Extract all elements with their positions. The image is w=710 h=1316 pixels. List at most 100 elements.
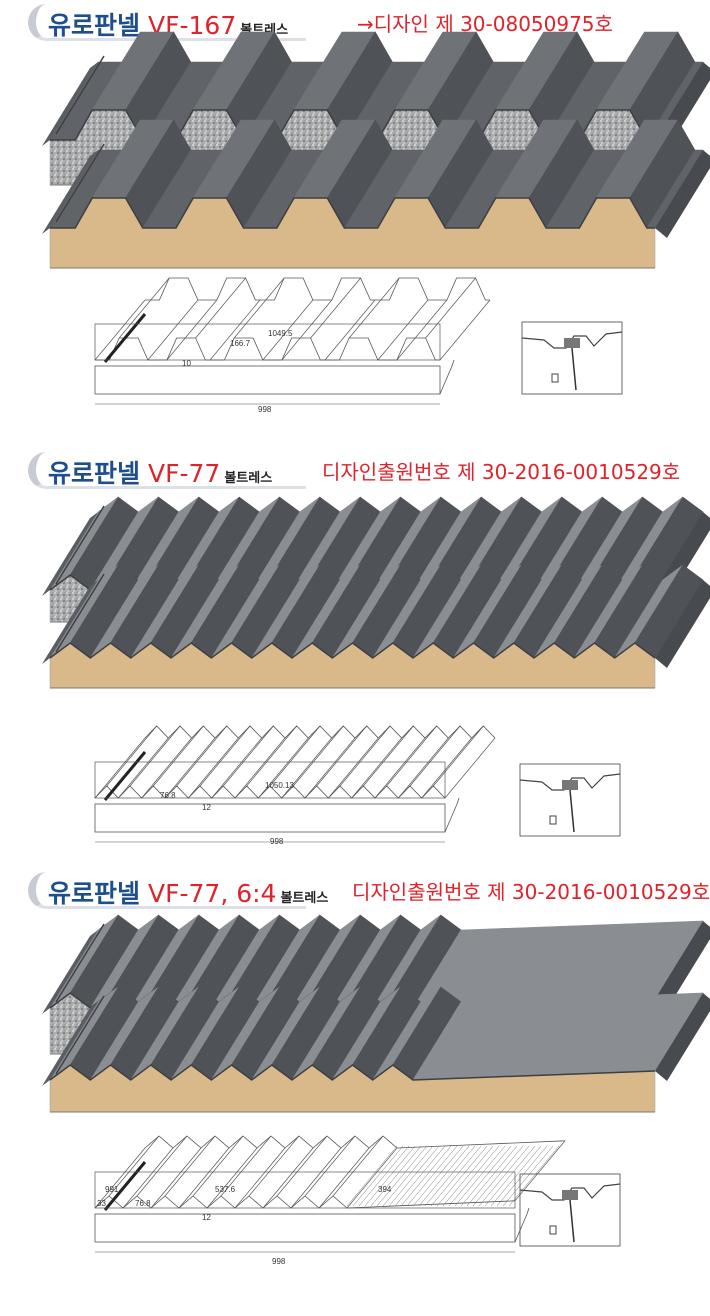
drawing-fold-line xyxy=(374,737,426,799)
panel-joint-lip xyxy=(42,1002,98,1086)
drawing-micro-rib xyxy=(478,1145,530,1207)
joint-detail-profile xyxy=(519,773,621,791)
drawing-fold-line xyxy=(234,737,286,799)
drawing-micro-rib xyxy=(382,1145,434,1207)
drawing-fold-line xyxy=(195,277,246,339)
joint-detail-cap xyxy=(562,780,578,790)
drawing-core-body xyxy=(94,803,446,833)
drawing-fold-line xyxy=(363,725,414,787)
drawing-micro-rib xyxy=(502,1145,554,1207)
drawing-fold-line xyxy=(293,725,344,787)
drawing-micro-rib xyxy=(430,1145,482,1207)
panel-joint-groove xyxy=(55,995,105,1075)
drawing-micro-rib xyxy=(424,1145,476,1207)
drawing-micro-rib xyxy=(346,1145,398,1207)
drawing-fold-line xyxy=(233,277,285,339)
drawing-fold-line xyxy=(324,299,376,361)
drawing-fold-line xyxy=(269,725,321,787)
drawing-fold-line xyxy=(310,277,361,339)
drawing-fold-line xyxy=(304,737,356,799)
drawing-fold-line xyxy=(386,725,437,787)
dimension-pitch: 76.8 xyxy=(160,791,176,800)
product-subtitle: 볼트레스 xyxy=(280,891,329,906)
dimension-edge: 33 xyxy=(97,1199,106,1208)
drawing-profile-front xyxy=(95,337,440,361)
drawing-micro-rib xyxy=(448,1145,500,1207)
panel-joint-groove xyxy=(55,55,105,135)
drawing-fold-line xyxy=(425,277,476,339)
drawing-fold-line xyxy=(281,737,332,799)
drawing-fold-line xyxy=(316,725,367,787)
drawing-fold-line xyxy=(178,1147,230,1209)
product-name: 유로판넬 xyxy=(48,459,141,488)
drawing-micro-rib xyxy=(460,1145,512,1207)
drawing-joint xyxy=(103,313,147,363)
dimension-pitch: 76.8 xyxy=(135,1199,151,1208)
drawing-fold-line xyxy=(248,1135,300,1197)
dimension-length: 1049.5 xyxy=(268,329,293,338)
dimension-ribbed-width: 537.6 xyxy=(215,1185,236,1194)
dimension-rib-height: 10 xyxy=(182,359,191,368)
panel-joint-groove xyxy=(55,573,105,653)
drawing-fold-line xyxy=(153,725,204,787)
drawing-hook xyxy=(514,1207,530,1243)
drawing-fold-line xyxy=(332,1135,384,1197)
panel-joint-lip xyxy=(42,930,98,1014)
product-name: 유로판넬 xyxy=(48,11,141,40)
drawing-fold-line xyxy=(339,725,391,787)
drawing-fold-line xyxy=(150,1147,202,1209)
drawing-fold-line xyxy=(94,1147,146,1209)
drawing-fold-line xyxy=(281,299,333,361)
design-registration: 디자인출원번호 제 30-2016-0010529호 xyxy=(352,880,710,904)
drawing-fold-line xyxy=(433,725,484,787)
drawing-fold-line xyxy=(318,1147,370,1209)
drawing-fold-line xyxy=(439,299,491,361)
drawing-outline-box xyxy=(94,1171,516,1209)
drawing-micro-rib xyxy=(394,1145,446,1207)
drawing-fold-line xyxy=(176,725,227,787)
drawing-micro-rib xyxy=(406,1145,458,1207)
drawing-fold-line xyxy=(348,277,400,339)
dimension-width: 998 xyxy=(272,1257,286,1266)
joint-detail-frame xyxy=(521,321,623,395)
screw-icon xyxy=(569,789,575,833)
drawing-fold-line xyxy=(346,1147,398,1209)
drawing-micro-rib xyxy=(496,1145,548,1207)
drawing-micro-rib xyxy=(472,1145,524,1207)
drawing-fold-line xyxy=(398,737,449,799)
panel-joint-groove xyxy=(55,923,105,1003)
dimension-left: 991 xyxy=(105,1185,119,1194)
drawing-hook xyxy=(439,359,455,395)
drawing-fold-line xyxy=(276,1135,328,1197)
drawing-profile-back xyxy=(144,725,496,739)
design-registration: 디자인출원번호 제 30-2016-0010529호 xyxy=(322,460,681,484)
panel-joint-lip xyxy=(42,512,98,596)
model-name: VF-77, 6:4 xyxy=(148,879,277,908)
front-sheet-edge xyxy=(50,197,655,229)
drawing-fold-line xyxy=(206,1147,258,1209)
dimension-length: 1050.13 xyxy=(265,781,294,790)
drawing-micro-rib xyxy=(442,1145,494,1207)
joint-detail-cap xyxy=(564,338,580,348)
panel-joint-lip xyxy=(42,62,98,146)
drawing-fold-line xyxy=(188,737,239,799)
drawing-fold-line xyxy=(147,299,199,361)
drawing-fold-line xyxy=(166,299,218,361)
drawing-fold-line xyxy=(246,725,297,787)
product-name: 유로판넬 xyxy=(48,879,141,908)
drawing-micro-rib xyxy=(466,1145,518,1207)
drawing-fold-line xyxy=(118,277,170,339)
drawing-micro-rib xyxy=(484,1145,536,1207)
drawing-profile-back xyxy=(145,277,490,301)
drawing-micro-rib xyxy=(364,1145,416,1207)
drawing-fold-line xyxy=(122,1147,174,1209)
panel-hook-edge xyxy=(655,580,710,668)
drawing-outline-box xyxy=(94,761,446,799)
drawing-micro-rib xyxy=(490,1145,542,1207)
